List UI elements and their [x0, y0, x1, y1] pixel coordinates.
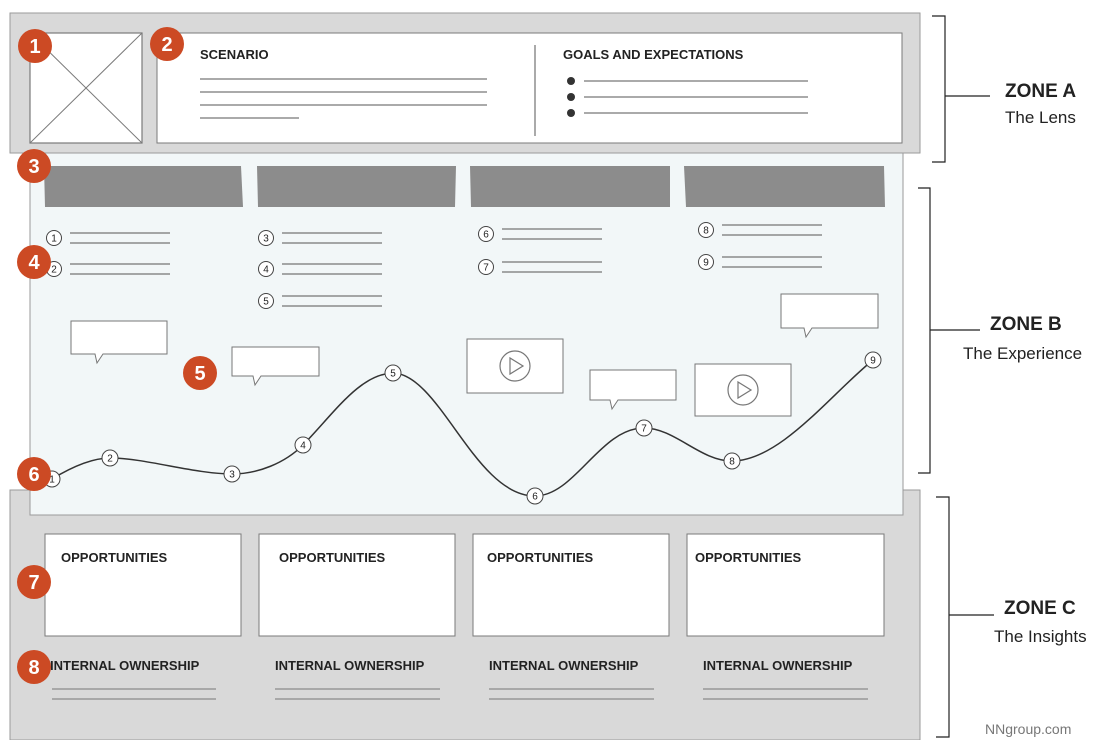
journey-point: 2 — [101, 449, 119, 467]
journey-point-number: 3 — [229, 470, 235, 481]
callout-badge: 1 — [18, 29, 52, 63]
step-item: 4 — [258, 261, 382, 277]
opportunity-cards — [44, 533, 885, 637]
internal-ownership-label: INTERNAL OWNERSHIP — [703, 658, 853, 673]
step-item: 5 — [258, 293, 382, 309]
goals-label: GOALS AND EXPECTATIONS — [563, 47, 744, 62]
callout-badge: 3 — [17, 149, 51, 183]
callout-number: 5 — [194, 363, 205, 385]
journey-point: 4 — [294, 436, 312, 454]
step-item: 7 — [478, 259, 602, 275]
journey-point: 3 — [223, 465, 241, 483]
zone-a-bracket — [932, 15, 990, 163]
callout-number: 7 — [28, 572, 39, 594]
journey-points: 1 2 3 4 5 6 7 8 9 — [43, 351, 882, 505]
phase-header-2 — [257, 166, 456, 207]
callout-number: 6 — [28, 464, 39, 486]
step-item: 1 — [46, 230, 170, 246]
journey-point-number: 8 — [729, 457, 735, 468]
opportunities-label: OPPORTUNITIES — [695, 550, 802, 565]
internal-ownership-label: INTERNAL OWNERSHIP — [489, 658, 639, 673]
scenario-goals-card — [156, 32, 903, 144]
journey-point-number: 5 — [390, 369, 396, 380]
play-icon — [499, 350, 531, 382]
step-item: 6 — [478, 226, 602, 242]
journey-point: 9 — [864, 351, 882, 369]
callout-number: 3 — [28, 156, 39, 178]
journey-point-number: 4 — [300, 441, 306, 452]
journey-point: 5 — [384, 364, 402, 382]
source-credit: NNgroup.com — [985, 721, 1071, 737]
step-number: 8 — [703, 226, 709, 237]
internal-ownership-label: INTERNAL OWNERSHIP — [50, 658, 200, 673]
callout-badge: 5 — [183, 356, 217, 390]
play-icon — [727, 374, 759, 406]
callout-badge: 6 — [17, 457, 51, 491]
opportunities-label: OPPORTUNITIES — [61, 550, 168, 565]
callout-badge: 8 — [17, 650, 51, 684]
step-number: 3 — [263, 234, 269, 245]
opportunities-label: OPPORTUNITIES — [487, 550, 594, 565]
journey-point-number: 1 — [49, 475, 55, 486]
step-number: 6 — [483, 230, 489, 241]
opportunities-label: OPPORTUNITIES — [279, 550, 386, 565]
callout-badge: 7 — [17, 565, 51, 599]
phase-header-1 — [44, 166, 243, 207]
journey-point: 7 — [635, 419, 653, 437]
step-number: 2 — [51, 265, 57, 276]
journey-point-number: 6 — [532, 492, 538, 503]
callout-badges: 1 2 3 4 5 6 7 8 — [17, 27, 217, 684]
step-item: 8 — [698, 222, 822, 238]
callout-badge: 2 — [150, 27, 184, 61]
callout-number: 8 — [28, 657, 39, 679]
step-lists: 1 2 3 4 5 6 7 8 9 — [46, 222, 822, 309]
zone-b-title: ZONE B — [990, 314, 1062, 335]
step-number: 7 — [483, 263, 489, 274]
journey-point: 8 — [723, 452, 741, 470]
step-item: 3 — [258, 230, 382, 246]
phase-headers — [44, 166, 885, 207]
internal-ownership-label: INTERNAL OWNERSHIP — [275, 658, 425, 673]
scenario-text-lines — [200, 78, 487, 119]
callout-number: 2 — [161, 34, 172, 56]
zone-a-subtitle: The Lens — [1005, 108, 1076, 127]
phase-header-3 — [470, 166, 670, 207]
goals-bullet-list — [567, 77, 808, 117]
zone-c-subtitle: The Insights — [994, 627, 1087, 646]
video-placeholder — [694, 363, 792, 417]
speech-bubbles — [70, 293, 879, 411]
callout-number: 4 — [28, 252, 40, 274]
journey-point: 6 — [526, 487, 544, 505]
journey-point-number: 9 — [870, 356, 876, 367]
journey-point-number: 7 — [641, 424, 647, 435]
callout-badge: 4 — [17, 245, 51, 279]
zone-c-title: ZONE C — [1004, 598, 1076, 619]
callout-number: 1 — [29, 36, 40, 58]
zone-c-bracket — [936, 496, 994, 738]
journey-point-number: 2 — [107, 454, 113, 465]
zone-brackets — [918, 15, 994, 738]
zone-b-bracket — [918, 187, 980, 474]
step-number: 1 — [51, 234, 57, 245]
zone-b-subtitle: The Experience — [963, 344, 1082, 363]
phase-header-4 — [684, 166, 885, 207]
scenario-label: SCENARIO — [200, 47, 269, 62]
step-number: 4 — [263, 265, 269, 276]
step-number: 9 — [703, 258, 709, 269]
step-item: 9 — [698, 254, 822, 270]
speech-bubble — [780, 293, 879, 339]
speech-bubble — [231, 346, 320, 387]
zone-a-title: ZONE A — [1005, 81, 1076, 102]
journey-curve — [51, 359, 874, 497]
video-placeholder — [466, 338, 564, 394]
speech-bubble — [70, 320, 168, 365]
step-number: 5 — [263, 297, 269, 308]
ownership-text-lines — [52, 688, 868, 700]
speech-bubble — [589, 369, 677, 411]
